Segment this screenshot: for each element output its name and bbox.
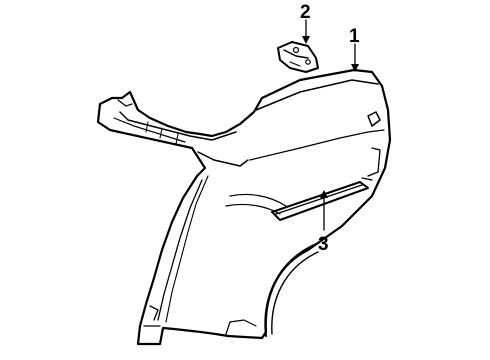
side-molding	[271, 181, 369, 221]
callout-1: 1	[349, 26, 360, 47]
quarter-panel	[96, 68, 392, 346]
callout-3: 3	[318, 234, 329, 255]
bracket	[277, 41, 319, 73]
callout-2: 2	[300, 2, 311, 23]
